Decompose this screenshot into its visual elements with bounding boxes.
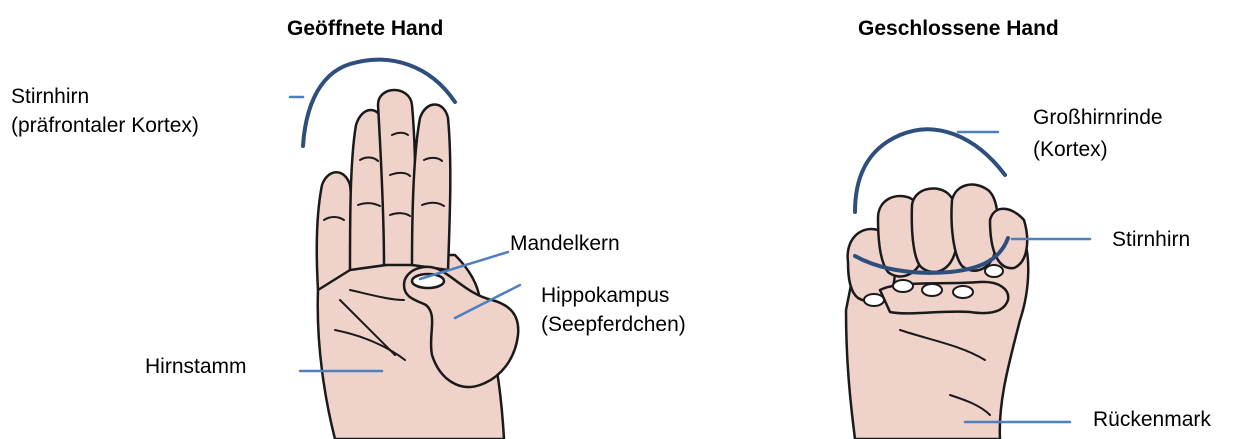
closed-hand-title: Geschlossene Hand [858, 17, 1059, 41]
label-cortex-line1: Großhirnrinde [1033, 103, 1163, 132]
closed-fist-illustration [846, 185, 1028, 439]
label-cortex-line2: (Kortex) [1033, 135, 1108, 164]
label-hippocampus-line1: Hippokampus [541, 281, 669, 310]
label-prefrontal-line2: (präfrontaler Kortex) [11, 111, 199, 140]
open-hand-illustration [317, 90, 518, 439]
label-prefrontal-line1: Stirnhirn [11, 82, 89, 111]
label-spinal-cord: Rückenmark [1093, 405, 1211, 434]
label-hippocampus-line2: (Seepferdchen) [541, 310, 686, 339]
label-forebrain: Stirnhirn [1112, 225, 1190, 254]
label-amygdala: Mandelkern [510, 229, 620, 258]
label-brainstem: Hirnstamm [145, 352, 247, 381]
open-hand-title: Geöffnete Hand [287, 17, 443, 41]
